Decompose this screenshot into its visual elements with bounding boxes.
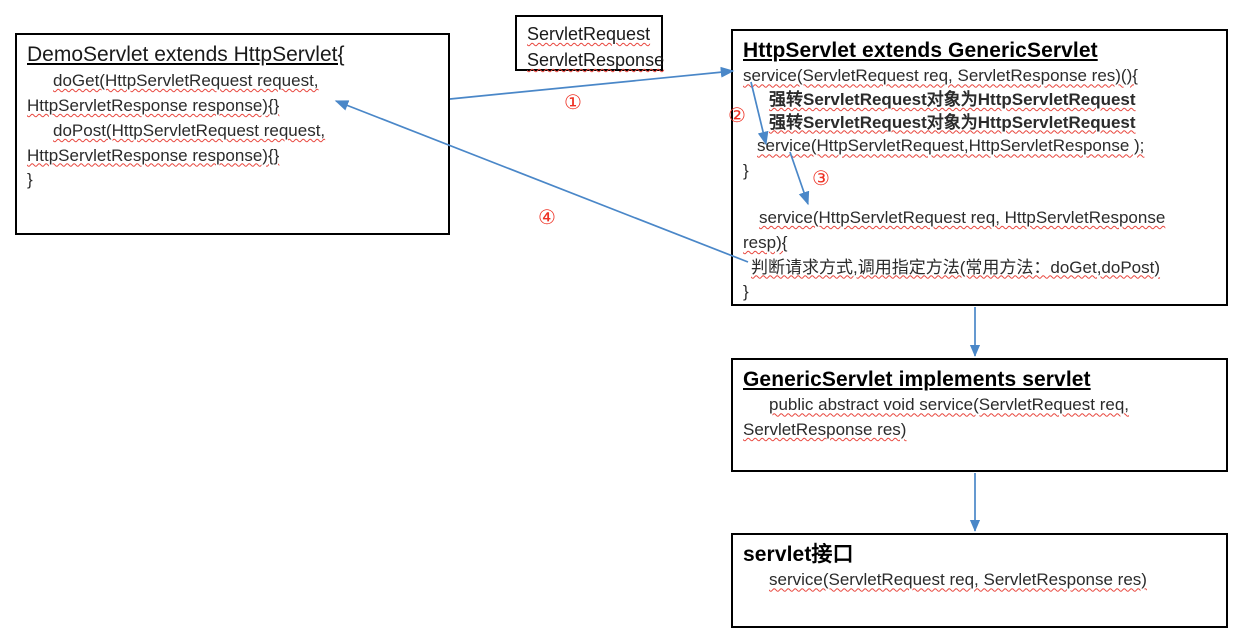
generic-servlet-line-1: public abstract void service(ServletRequ… [769, 395, 1129, 415]
demo-servlet-body: DemoServlet extends HttpServlet{ doGet(H… [17, 35, 448, 193]
box-servlet-request-response[interactable]: ServletRequest ServletResponse [515, 15, 665, 71]
http-servlet-dispatch-note: 判断请求方式,调用指定方法(常用方法：doGet,doPost) [751, 257, 1161, 277]
http-servlet-cast-note-2: 强转ServletRequest对象为HttpServletRequest [769, 112, 1136, 132]
servlet-response-label: ServletResponse [527, 50, 665, 71]
step-marker-3: ③ [812, 166, 830, 190]
http-servlet-body: HttpServlet extends GenericServlet servi… [733, 31, 1226, 305]
arrow-1-demo-to-httpservlet [449, 66, 735, 100]
demo-servlet-line-2: HttpServletResponse response){} [27, 95, 280, 115]
http-servlet-overload-signature: service(HttpServletRequest req, HttpServ… [759, 207, 1166, 227]
box-demo-servlet[interactable]: DemoServlet extends HttpServlet{ doGet(H… [15, 33, 450, 235]
box-generic-servlet[interactable]: GenericServlet implements servlet public… [731, 358, 1228, 472]
http-servlet-title: HttpServlet extends GenericServlet [743, 39, 1098, 62]
step-marker-4: ④ [538, 205, 556, 229]
http-servlet-overload-signature-cont: resp){ [743, 232, 788, 252]
demo-servlet-line-1: doGet(HttpServletRequest request, [53, 71, 319, 91]
generic-servlet-title: GenericServlet implements servlet [743, 368, 1091, 391]
demo-servlet-line-3: doPost(HttpServletRequest request, [53, 120, 326, 140]
http-servlet-close-brace-2: } [743, 282, 749, 302]
demo-servlet-line-4: HttpServletResponse response){} [27, 145, 280, 165]
servlet-interface-title: servlet接口 [743, 543, 854, 566]
step-marker-1: ① [564, 90, 582, 114]
servlet-request-label: ServletRequest [527, 24, 651, 44]
http-servlet-service-call: service(HttpServletRequest,HttpServletRe… [757, 136, 1145, 156]
http-servlet-service-signature: service(ServletRequest req, ServletRespo… [743, 66, 1138, 86]
demo-servlet-line-5: } [27, 170, 33, 190]
generic-servlet-body: GenericServlet implements servlet public… [733, 360, 1226, 443]
box-servlet-interface[interactable]: servlet接口 service(ServletRequest req, Se… [731, 533, 1228, 628]
servlet-interface-line-1: service(ServletRequest req, ServletRespo… [769, 570, 1147, 590]
box-http-servlet[interactable]: HttpServlet extends GenericServlet servi… [731, 29, 1228, 306]
http-servlet-cast-note-1: 强转ServletRequest对象为HttpServletRequest [769, 90, 1136, 110]
step-marker-2: ② [728, 103, 746, 127]
servlet-interface-body: servlet接口 service(ServletRequest req, Se… [733, 535, 1226, 593]
generic-servlet-line-2: ServletResponse res) [743, 420, 907, 440]
demo-servlet-title: DemoServlet extends HttpServlet{ [27, 43, 345, 66]
